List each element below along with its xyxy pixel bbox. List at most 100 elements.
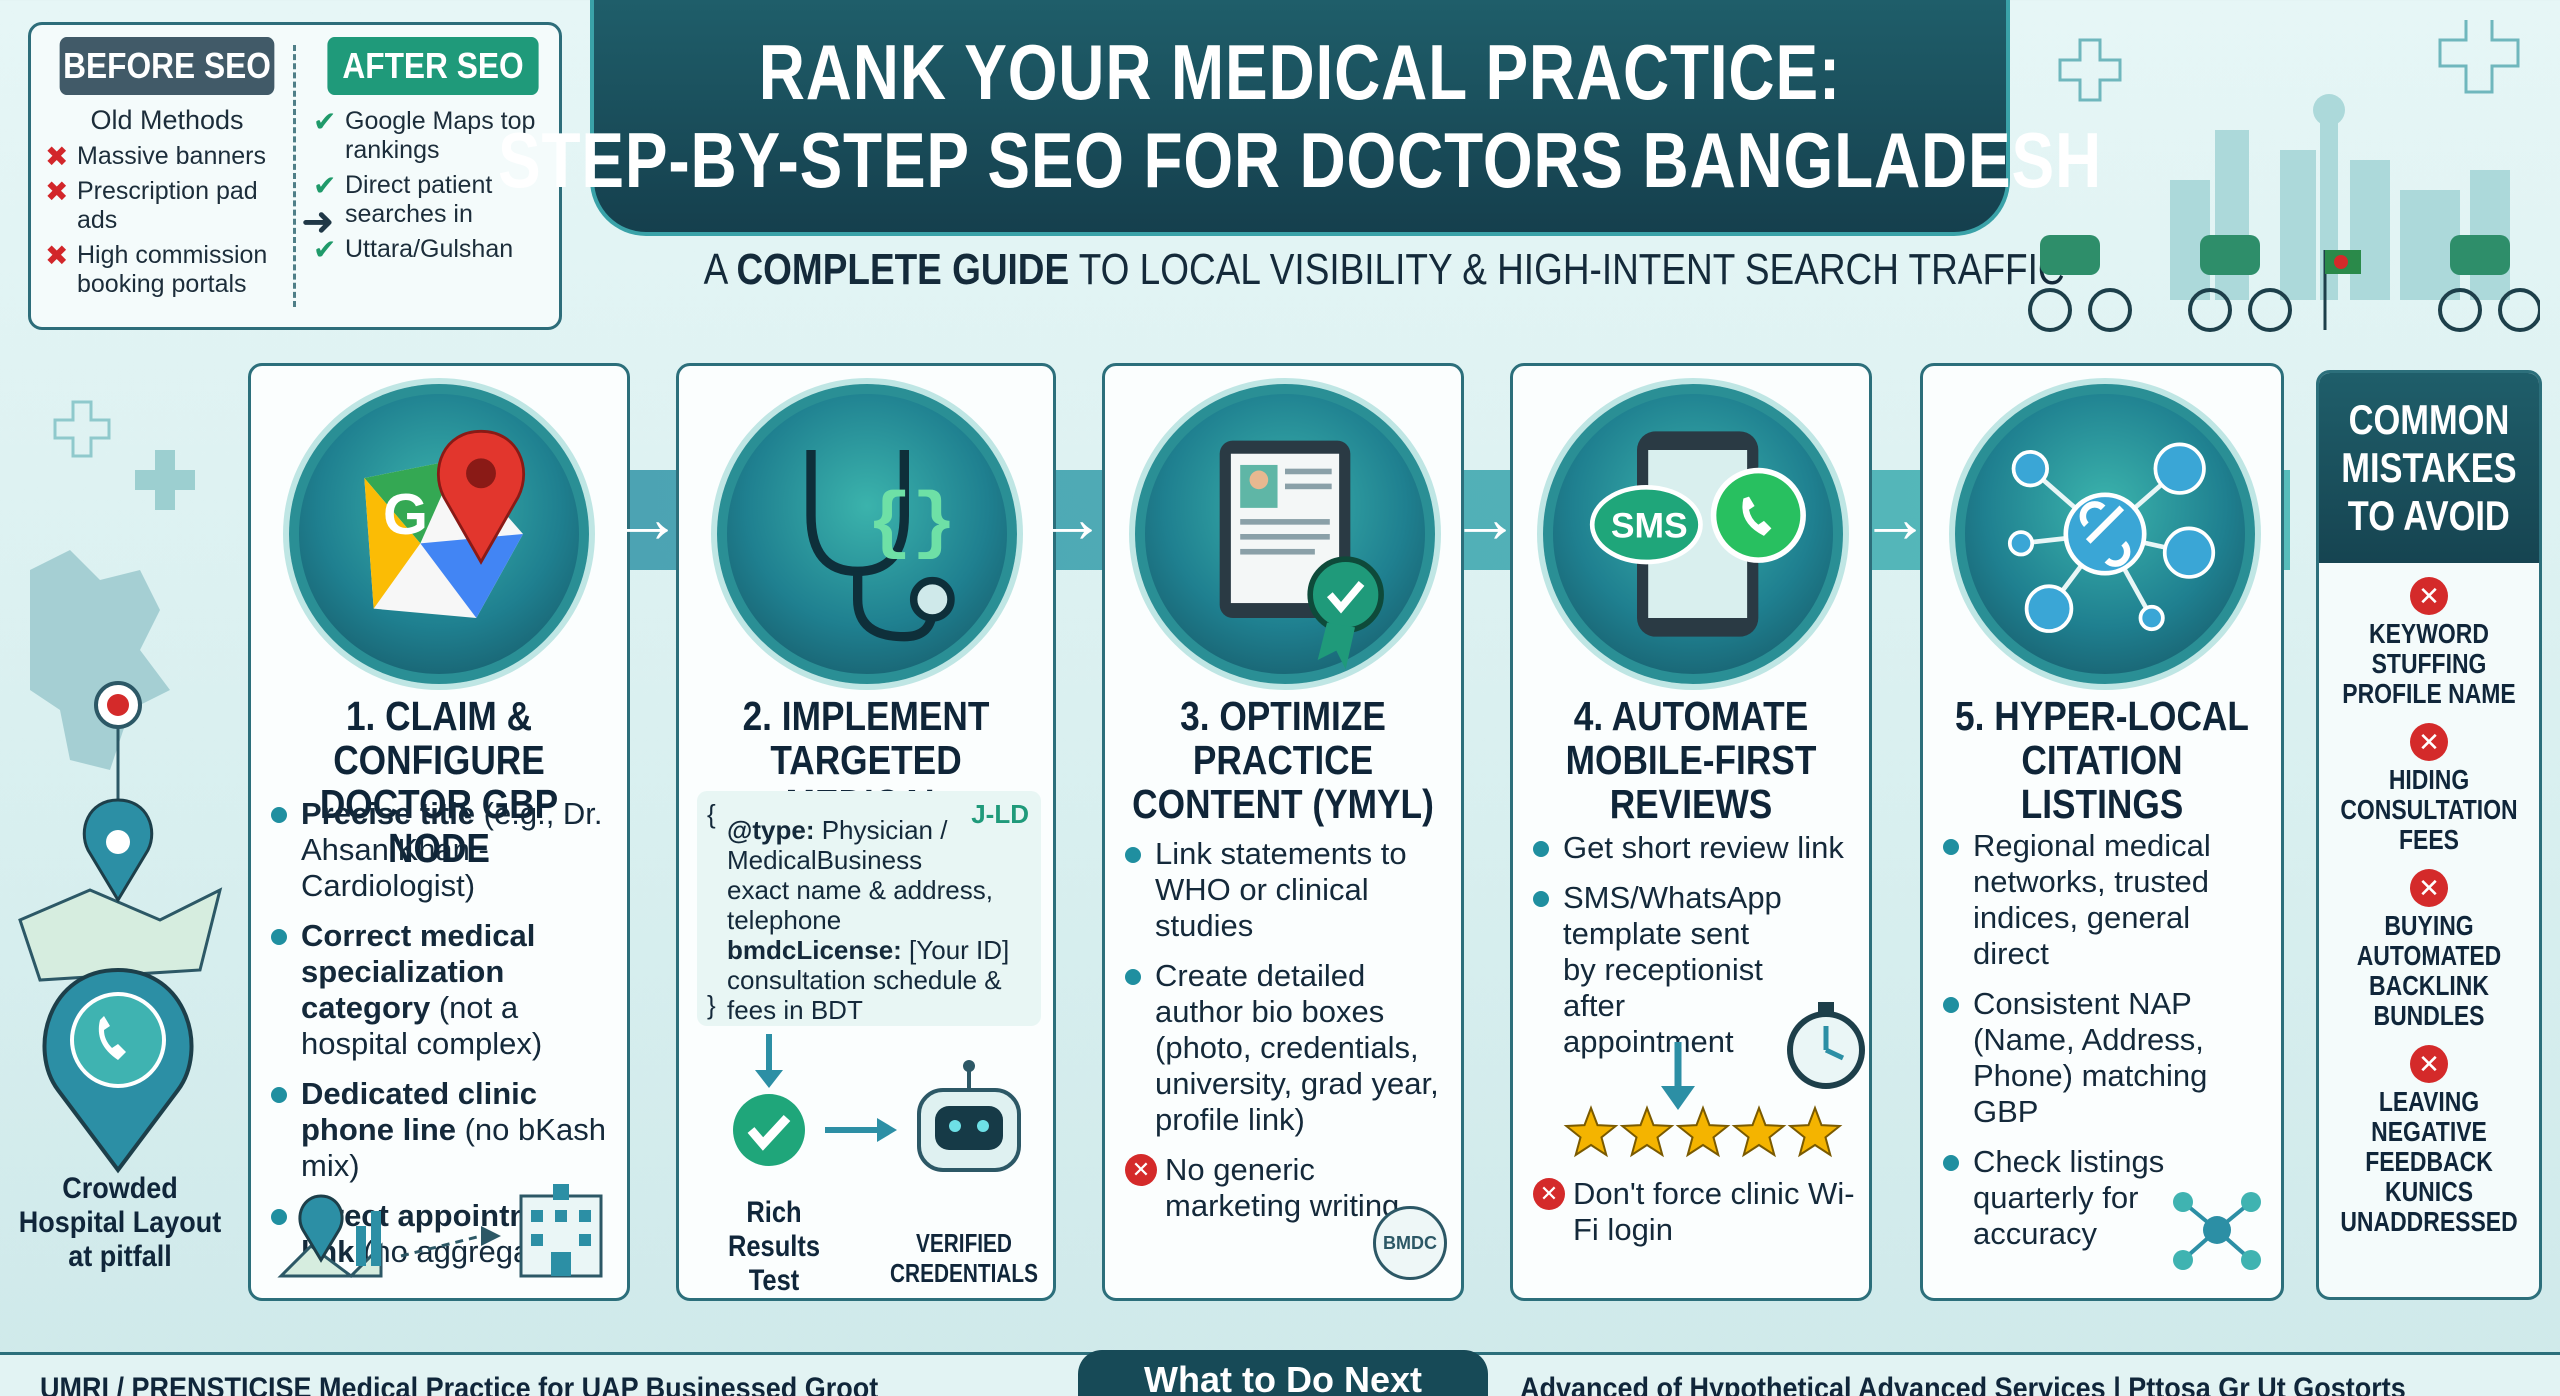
google-maps-icon: G (289, 384, 589, 684)
mistake-item: ✕ HIDING CONSULTATION FEES (2319, 723, 2539, 855)
rich-results-label: Rich Results Test (727, 1196, 821, 1297)
cross-icon: ✕ (2410, 869, 2448, 907)
star-icon (1619, 1105, 1675, 1158)
star-icon (1563, 1105, 1619, 1158)
check-icon: ✔ (313, 170, 337, 201)
step-card-2: {} 2. IMPLEMENT TARGETED MEDICAL SCHEMA … (676, 363, 1056, 1301)
step-bullet: SMS/WhatsApp template sent by receptioni… (1533, 880, 1855, 1060)
cross-icon: ✖ (45, 176, 69, 207)
stopwatch-icon (1787, 1002, 1865, 1089)
bottom-left-text: UMRI / PRENSTICISE Medical Practice for … (40, 1372, 879, 1396)
after-item: ✔Direct patient searches in (313, 170, 493, 228)
step-bullet: Consistent NAP (Name, Address, Phone) ma… (1943, 986, 2267, 1130)
subtitle: A COMPLETE GUIDE TO LOCAL VISIBILITY & H… (703, 245, 2065, 294)
before-seo-label: BEFORE SEO (59, 37, 275, 95)
step-bullet: Dedicated clinic phone line (no bKash mi… (271, 1076, 613, 1184)
flow-arrow-icon: → (612, 479, 682, 557)
sms-whatsapp-icon: SMS (1543, 384, 1843, 684)
flow-arrow-icon: → (1450, 479, 1520, 557)
map-pin-icon (436, 429, 526, 565)
rating-stars (1563, 1105, 1843, 1158)
bangladesh-flag-icon (2323, 250, 2361, 330)
step-title-4: 4. AUTOMATE MOBILE-FIRST REVIEWS (1565, 693, 1817, 827)
before-after-divider (293, 45, 296, 307)
step-card-3: 3. OPTIMIZE PRACTICE CONTENT (YMYL) Link… (1102, 363, 1464, 1301)
step-bullet: Precise title (e.g., Dr. Ahsan Khan - Ca… (271, 796, 613, 904)
phone-icon (98, 1016, 126, 1060)
step-bullet: Regional medical networks, trusted indic… (1943, 828, 2267, 972)
check-icon: ✔ (313, 106, 337, 137)
cross-icon: ✕ (2410, 577, 2448, 615)
before-after-panel: BEFORE SEO Old Methods ✖Massive banners … (28, 22, 562, 330)
location-pin-icon (298, 1194, 344, 1263)
check-icon: ✔ (313, 234, 337, 265)
bottom-right-text: Advanced of Hypothetical Advanced Servic… (1520, 1372, 2406, 1396)
robot-icon (917, 1060, 1021, 1172)
what-to-do-next-tab[interactable]: What to Do Next (1078, 1350, 1488, 1396)
step-card-5: 5. HYPER-LOCAL CITATION LISTINGS Regiona… (1920, 363, 2284, 1301)
title-banner: RANK YOUR MEDICAL PRACTICE: STEP-BY-STEP… (498, 0, 2101, 236)
right-arrow-icon: ➜ (301, 200, 335, 244)
mistake-item: ✕ LEAVING NEGATIVE FEEDBACK KUNICS UNADD… (2319, 1045, 2539, 1237)
step-bullet: Correct medical specialization category … (271, 918, 613, 1062)
cross-icon: ✖ (45, 141, 69, 172)
before-seo-column: BEFORE SEO Old Methods ✖Massive banners … (45, 37, 289, 299)
step-bullet: Link statements to WHO or clinical studi… (1125, 836, 1447, 944)
medical-cross-icon (2058, 38, 2122, 102)
svg-text:G: G (383, 483, 428, 547)
whatsapp-icon (1710, 467, 1806, 563)
link-icon (2063, 492, 2147, 576)
cross-icon: ✕ (2410, 723, 2448, 761)
before-seo-subtitle: Old Methods (90, 105, 244, 135)
after-item: ✔Google Maps top rankings (313, 106, 536, 164)
award-badge-icon (1307, 556, 1384, 633)
city-skyline-illustration (2028, 20, 2540, 332)
verified-credentials-label: VERIFIED CREDENTIALS (890, 1228, 1038, 1288)
step-card-1: G 1. CLAIM & CONFIGURE DOCTOR GBP NODE P… (248, 363, 630, 1301)
after-seo-label: AFTER SEO (327, 37, 539, 95)
svg-text:SMS: SMS (1611, 506, 1688, 546)
jsonld-tag: J-LD (971, 799, 1029, 829)
citation-network-icon (1955, 384, 2255, 684)
step-title-3: 3. OPTIMIZE PRACTICE CONTENT (YMYL) (1132, 693, 1434, 827)
schema-code-box: { J-LD @type: Physician / MedicalBusines… (697, 791, 1041, 1026)
after-seo-column: AFTER SEO ✔Google Maps top rankings ✔Dir… (313, 37, 553, 264)
before-item: ✖Prescription pad ads (45, 176, 258, 234)
step-body-5: Regional medical networks, trusted indic… (1943, 828, 2267, 1266)
step-title-5: 5. HYPER-LOCAL CITATION LISTINGS (1955, 693, 2249, 827)
step-negative-4: ✕Don't force clinic Wi-Fi login (1533, 1176, 1855, 1262)
before-item: ✖High commission booking portals (45, 240, 268, 298)
rickshaw-icon (2188, 235, 2292, 332)
step-body-3: Link statements to WHO or clinical studi… (1125, 836, 1447, 1238)
title-line-2: STEP-BY-STEP SEO FOR DOCTORS BANGLADESH (498, 116, 2102, 204)
down-arrow-icon (1661, 1042, 1695, 1110)
cross-icon: ✕ (2410, 1045, 2448, 1083)
star-icon (1787, 1105, 1843, 1158)
after-item: ✔Uttara/Gulshan (313, 234, 514, 265)
code-braces-icon: {} (867, 482, 957, 566)
rickshaw-icon (2028, 235, 2132, 332)
tablet-profile-icon (1135, 384, 1435, 684)
bangladesh-map-illustration (18, 400, 223, 1174)
mistake-item: ✕ KEYWORD STUFFING PROFILE NAME (2319, 577, 2539, 709)
step-card-4: SMS 4. AUTOMATE MOBILE-FIRST REVIEWS Get… (1510, 363, 1872, 1301)
flow-arrow-icon: → (1860, 479, 1930, 557)
step-body-4: Get short review link SMS/WhatsApp templ… (1533, 830, 1855, 1074)
rickshaw-icon (2438, 235, 2540, 332)
map-analytics-illustration (277, 1184, 603, 1278)
step-bullet: Create detailed author bio boxes (photo,… (1125, 958, 1447, 1138)
step-negative: ✕No generic marketing writing (1125, 1152, 1447, 1224)
star-icon (1675, 1105, 1731, 1158)
left-caption: Crowded Hospital Layout at pitfall (18, 1172, 222, 1273)
star-icon (1731, 1105, 1787, 1158)
step-bullet: Check listings quarterly for accuracy (1943, 1144, 2267, 1252)
network-nodes-icon (2173, 1192, 2261, 1270)
bmdc-seal: BMDC (1373, 1206, 1447, 1280)
title-line-1: RANK YOUR MEDICAL PRACTICE: (758, 28, 1842, 116)
step-bullet: Get short review link (1533, 830, 1855, 866)
step-negative: ✕Don't force clinic Wi-Fi login (1533, 1176, 1855, 1248)
common-mistakes-panel: COMMON MISTAKES TO AVOID ✕ KEYWORD STUFF… (2316, 370, 2542, 1300)
mistakes-heading: COMMON MISTAKES TO AVOID (2319, 373, 2539, 563)
mistake-item: ✕ BUYING AUTOMATED BACKLINK BUNDLES (2319, 869, 2539, 1031)
medical-cross-icon (2438, 20, 2520, 94)
